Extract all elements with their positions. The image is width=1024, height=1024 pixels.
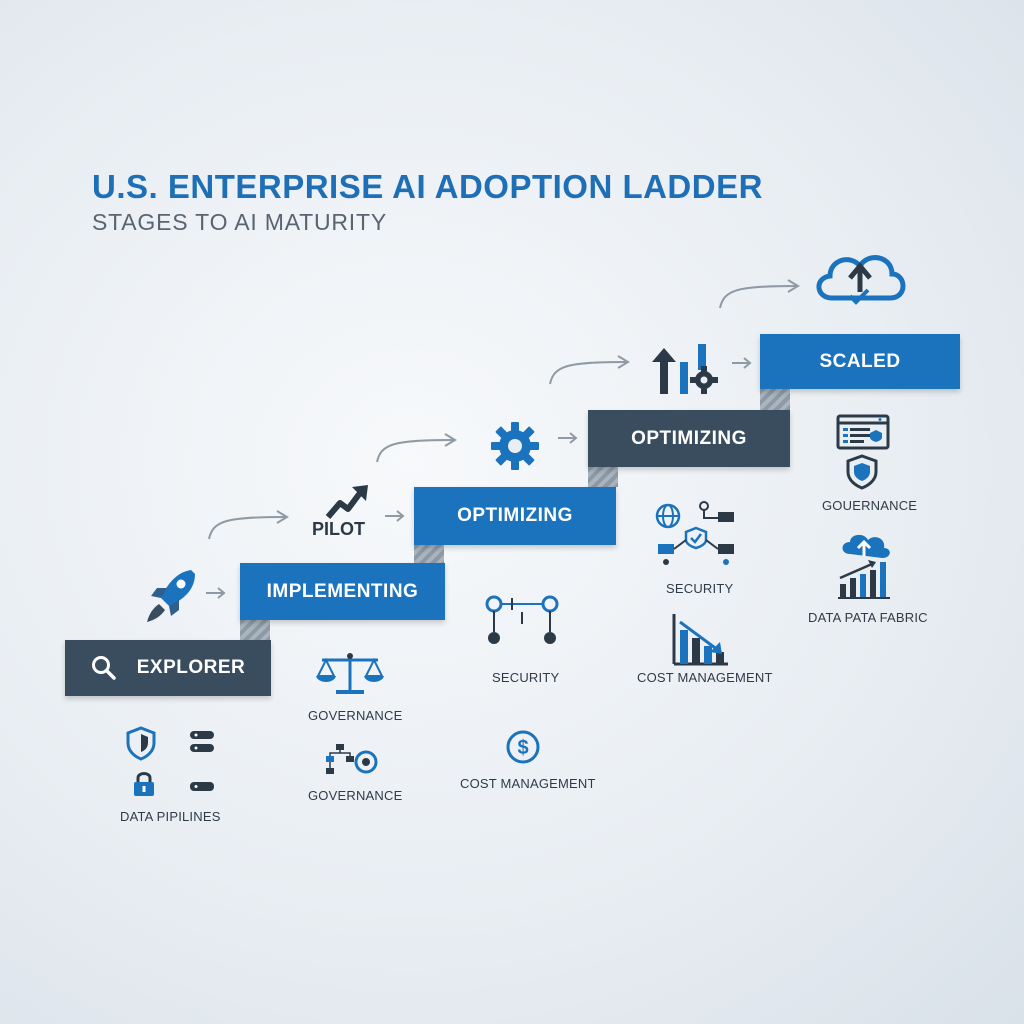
database-icon [190, 731, 214, 752]
workflow-icon [326, 744, 378, 774]
feature-label-data-pipelines: DATA PIPILINES [120, 809, 221, 824]
stage-scaled[interactable]: SCALED [760, 334, 960, 389]
dashboard-window-icon [836, 414, 890, 450]
balance-scale-icon [316, 653, 384, 694]
shield-icon [126, 726, 156, 761]
step-riser-4 [760, 389, 790, 410]
small-arrow-icon [558, 432, 578, 444]
small-arrow-icon [385, 510, 405, 522]
feature-label-governance-1: GOVERNANCE [308, 708, 403, 723]
page-title: U.S. ENTERPRISE AI ADOPTION LADDER [92, 168, 763, 205]
feature-label-governance-3: GOUERNANCE [822, 498, 918, 513]
small-arrow-icon [206, 587, 226, 599]
growth-arrow-icon [325, 485, 368, 519]
feature-label-data-fabric: DATA PATA FABRIC [808, 610, 928, 625]
feature-label-security-2: SECURITY [666, 581, 734, 596]
step-riser-3 [588, 467, 618, 487]
page-subtitle: STAGES TO AI MATURITY [92, 209, 387, 235]
stage-label-implementing: IMPLEMENTING [266, 580, 419, 602]
curved-arrow-icon [376, 433, 457, 463]
gear-icon [491, 422, 539, 470]
curved-arrow-icon [549, 355, 630, 385]
feature-label-cost-management-1: COST MANAGEMENT [460, 776, 596, 791]
stage-label-explorer: EXPLORER [136, 657, 246, 678]
network-nodes-icon [485, 595, 559, 644]
stage-label-scaled: SCALED [819, 350, 901, 372]
stage-label-optimizing-2: OPTIMIZING [631, 427, 747, 449]
cloud-upload-icon [816, 255, 906, 305]
stage-optimizing-2[interactable]: OPTIMIZING [588, 410, 790, 467]
security-network-icon [655, 501, 734, 565]
svg-text:$: $ [517, 737, 528, 759]
rocket-icon [147, 570, 195, 622]
feature-label-cost-management-2: COST MANAGEMENT [637, 670, 773, 685]
step-riser-1 [240, 620, 270, 640]
lock-icon [134, 772, 154, 796]
curved-arrow-icon [208, 510, 289, 540]
server-icon [190, 782, 214, 791]
step-riser-2 [414, 545, 444, 563]
stage-implementing[interactable]: IMPLEMENTING [240, 563, 445, 620]
stage-label-optimizing-1: OPTIMIZING [457, 505, 573, 526]
pilot-label: PILOT [312, 519, 365, 539]
dollar-icon: $ [506, 730, 540, 764]
search-icon [91, 656, 116, 680]
stage-optimizing-1[interactable]: OPTIMIZING [414, 487, 616, 545]
curved-arrow-icon [719, 279, 800, 309]
shield-icon [846, 454, 878, 490]
feature-label-security-1: SECURITY [492, 670, 560, 685]
declining-chart-icon [672, 614, 728, 666]
feature-label-governance-2: GOVERNANCE [308, 788, 403, 803]
cloud-growth-chart-icon [838, 534, 890, 599]
small-arrow-icon [732, 357, 752, 369]
stage-explorer[interactable]: EXPLORER [65, 640, 271, 696]
growth-bars-gear-icon [652, 344, 718, 394]
